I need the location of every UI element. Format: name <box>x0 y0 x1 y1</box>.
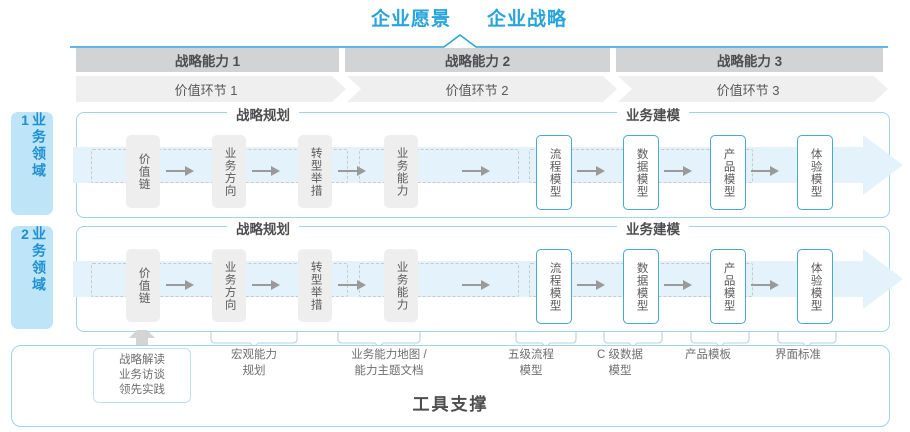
node-label: 产品模型 <box>722 261 735 312</box>
node-label: 体验模型 <box>809 261 822 312</box>
tool-note-line: 模型 <box>608 364 632 377</box>
capability-bar-1[interactable]: 战略能力 1 <box>76 48 339 72</box>
node-label: 流程模型 <box>548 261 561 312</box>
value-chain-segment-1[interactable]: 价值环节 1 <box>76 76 346 102</box>
tool-note-line: 宏观能力 <box>231 349 277 361</box>
flow-arrow-icon <box>166 280 196 290</box>
flow-arrow-icon <box>462 280 492 290</box>
tool-note-capability-map: 业务能力地图 / 能力主题文档 <box>330 348 448 379</box>
node-label: 业务方向 <box>223 260 236 311</box>
top-titles: 企业愿景 企业战略 <box>0 4 910 36</box>
value-chain-segment-2[interactable]: 价值环节 2 <box>347 76 617 102</box>
flow-arrow-icon <box>338 166 368 176</box>
node-business-capability-row2[interactable]: 业务能力 <box>384 249 418 322</box>
group-header-modeling-row1: 业务建模 <box>617 104 689 124</box>
node-business-direction-row2[interactable]: 业务方向 <box>212 249 246 322</box>
node-value-chain-row2[interactable]: 价值链 <box>126 249 160 322</box>
tool-note-line: C 级数据 <box>597 349 643 361</box>
flow-arrow-icon <box>252 280 282 290</box>
node-label: 体验模型 <box>809 147 822 198</box>
tool-note-line: 产品模板 <box>685 349 731 361</box>
flow-arrow-icon <box>664 166 694 176</box>
node-label: 转型举措 <box>309 260 322 311</box>
node-label: 转型举措 <box>309 146 322 197</box>
node-label: 价值链 <box>137 266 150 305</box>
domain-row-2: 战略规划 业务建模 价值链 业务方向 转型举措 业务能力 流程模型 数据模型 产… <box>73 218 903 332</box>
node-transformation-initiatives-row1[interactable]: 转型举措 <box>298 135 332 208</box>
node-business-capability-row1[interactable]: 业务能力 <box>384 135 418 208</box>
business-domain-label-2[interactable]: 业务领域 2 <box>11 226 53 329</box>
node-product-model-row1[interactable]: 产品模型 <box>710 135 746 210</box>
enterprise-strategy-title: 企业战略 <box>487 9 568 30</box>
title-connector-line <box>70 34 888 48</box>
node-label: 价值链 <box>137 152 150 191</box>
flow-arrow-icon <box>166 166 196 176</box>
tool-note-line: 五级流程 <box>508 349 554 361</box>
business-domain-text-2: 业务领域 2 <box>17 226 47 294</box>
value-chain-bar: 价值环节 1 价值环节 2 价值环节 3 <box>76 76 888 102</box>
value-chain-label-2: 价值环节 2 <box>445 82 509 98</box>
node-label: 流程模型 <box>548 147 561 198</box>
tool-note-line: 界面标准 <box>775 349 821 361</box>
node-label: 数据模型 <box>635 147 648 198</box>
dashed-placeholder-2 <box>359 263 519 297</box>
domain-row-1: 战略规划 业务建模 价值链 业务方向 转型举措 业务能力 流程模型 数据模型 产… <box>73 104 903 218</box>
node-experience-model-row2[interactable]: 体验模型 <box>797 249 833 324</box>
capability-bar-3[interactable]: 战略能力 3 <box>616 48 883 72</box>
flow-arrow-icon <box>462 166 492 176</box>
node-label: 业务能力 <box>395 260 408 311</box>
flow-arrow-icon <box>577 280 607 290</box>
tool-note-line: 业务访谈 <box>119 368 165 381</box>
node-process-model-row2[interactable]: 流程模型 <box>536 249 572 324</box>
flow-arrow-icon <box>577 166 607 176</box>
flow-arrow-icon <box>664 280 694 290</box>
tool-note-strategy-interpretation[interactable]: 战略解读业务访谈领先实践 <box>93 348 191 403</box>
flow-arrow-icon <box>751 280 781 290</box>
node-process-model-row1[interactable]: 流程模型 <box>536 135 572 210</box>
value-chain-segment-3[interactable]: 价值环节 3 <box>618 76 888 102</box>
value-chain-label-3: 价值环节 3 <box>716 82 780 98</box>
dashed-placeholder-2 <box>359 149 519 183</box>
tool-note-line: 领先实践 <box>119 383 165 396</box>
tool-note-line: 战略解读 <box>119 354 165 366</box>
enterprise-vision-title: 企业愿景 <box>371 9 452 30</box>
capability-bar-2[interactable]: 战略能力 2 <box>345 48 610 72</box>
value-chain-label-1: 价值环节 1 <box>174 82 238 98</box>
tool-note-five-level-process-model: 五级流程模型 <box>490 348 572 379</box>
tool-note-ui-standard: 界面标准 <box>755 348 841 364</box>
tool-support-title: 工具支撑 <box>412 395 489 414</box>
group-header-planning-row1: 战略规划 <box>227 104 299 124</box>
node-label: 业务方向 <box>223 146 236 197</box>
flow-arrow-icon <box>338 280 368 290</box>
node-transformation-initiatives-row2[interactable]: 转型举措 <box>298 249 332 322</box>
flow-arrow-icon <box>751 166 781 176</box>
tool-note-product-template: 产品模板 <box>665 348 751 364</box>
node-label: 产品模型 <box>722 147 735 198</box>
tool-note-line: 业务能力地图 / <box>351 349 427 361</box>
node-data-model-row1[interactable]: 数据模型 <box>623 135 659 210</box>
node-value-chain-row1[interactable]: 价值链 <box>126 135 160 208</box>
node-data-model-row2[interactable]: 数据模型 <box>623 249 659 324</box>
node-label: 业务能力 <box>395 146 408 197</box>
tool-note-line: 规划 <box>242 364 266 377</box>
node-product-model-row2[interactable]: 产品模型 <box>710 249 746 324</box>
node-experience-model-row1[interactable]: 体验模型 <box>797 135 833 210</box>
tool-note-line: 模型 <box>519 364 543 377</box>
tool-note-macro-capability-planning: 宏观能力规划 <box>205 348 303 379</box>
tool-note-c-level-data-model: C 级数据模型 <box>580 348 660 379</box>
business-domain-label-1[interactable]: 业务领域 1 <box>11 112 53 215</box>
group-header-modeling-row2: 业务建模 <box>617 218 689 238</box>
node-label: 数据模型 <box>635 261 648 312</box>
tool-note-line: 能力主题文档 <box>354 364 424 377</box>
business-domain-text-1: 业务领域 1 <box>17 112 47 180</box>
node-business-direction-row1[interactable]: 业务方向 <box>212 135 246 208</box>
group-header-planning-row2: 战略规划 <box>227 218 299 238</box>
flow-arrow-icon <box>252 166 282 176</box>
